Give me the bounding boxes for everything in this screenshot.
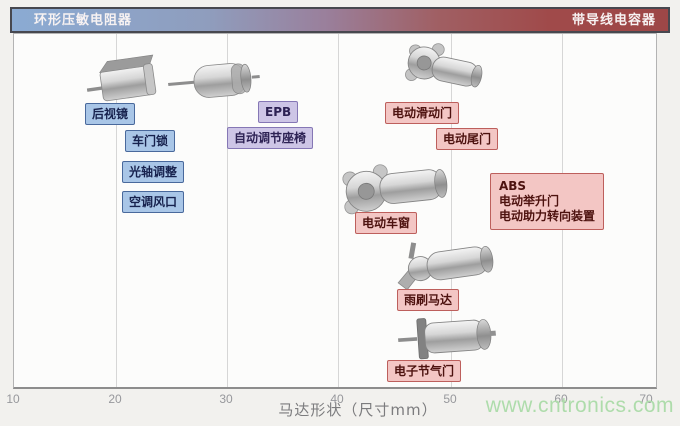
header-bar: 环形压敏电阻器 带导线电容器 — [10, 7, 670, 33]
label-abs: ABS — [499, 179, 527, 193]
tick-40: 40 — [330, 392, 344, 406]
worm-gear-motor-icon — [405, 43, 483, 88]
label-power-tailgate: 电动尾门 — [436, 128, 499, 150]
gridline-50mm — [451, 34, 452, 387]
throttle-motor-icon — [397, 318, 497, 360]
round-dc-motor-icon — [168, 63, 260, 98]
gridline-40mm — [338, 34, 339, 387]
tick-20: 20 — [108, 392, 122, 406]
gridline-20mm — [116, 34, 117, 387]
label-ac-vent: 空调风口 — [122, 191, 185, 213]
gridline-30mm — [227, 34, 228, 387]
label-power-liftgate: 电动举升门 — [499, 194, 560, 208]
header-left-title: 环形压敏电阻器 — [34, 12, 133, 28]
label-power-seat: 自动调节座椅 — [227, 127, 314, 149]
label-epb: EPB — [258, 101, 299, 123]
label-power-window: 电动车窗 — [355, 212, 418, 234]
header-right-title: 带导线电容器 — [571, 12, 656, 28]
label-electronic-throttle: 电子节气门 — [387, 360, 462, 382]
label-rearview-mirror: 后视镜 — [85, 103, 136, 125]
label-wiper-motor: 雨刷马达 — [397, 289, 460, 311]
label-power-sliding-door: 电动滑动门 — [385, 102, 460, 124]
label-headlight-leveling: 光轴调整 — [122, 161, 185, 183]
tick-70: 70 — [639, 392, 653, 406]
wiper-motor-icon — [397, 242, 494, 291]
watermark-text: www.cntronics.com — [485, 394, 674, 417]
axis-title: 马达形状（尺寸mm） — [278, 401, 438, 419]
flat-dc-motor-icon — [86, 54, 157, 102]
tick-50: 50 — [443, 392, 457, 406]
tick-30: 30 — [219, 392, 233, 406]
label-door-lock: 车门锁 — [125, 130, 176, 152]
window-regulator-motor-icon — [342, 164, 448, 215]
label-abs-group: ABS 电动举升门 电动助力转向装置 — [490, 173, 605, 230]
tick-60: 60 — [554, 392, 568, 406]
label-eps: 电动助力转向装置 — [499, 209, 596, 223]
tick-10: 10 — [6, 392, 20, 406]
